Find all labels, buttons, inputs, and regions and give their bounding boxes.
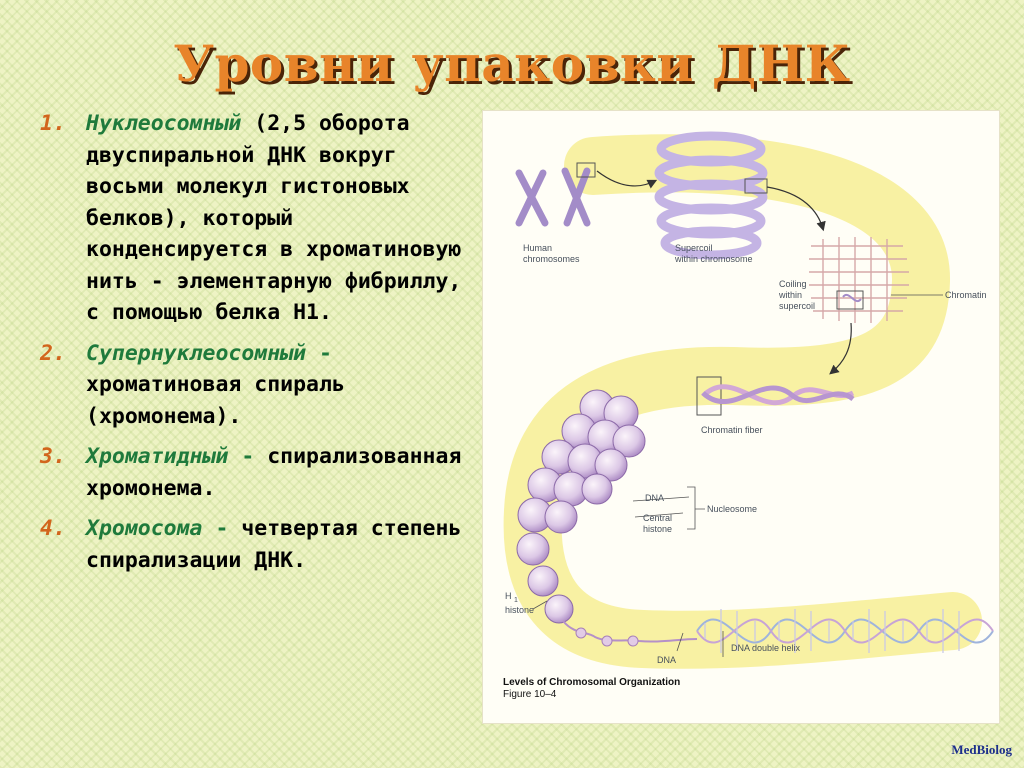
level-description: четвертая степень спирализации ДНК. xyxy=(86,516,462,573)
level-description: хроматиновая спираль (хромонема). xyxy=(86,372,345,429)
medbiolog-logo: MedBiolog xyxy=(951,742,1012,757)
dna-double-helix-drawing xyxy=(696,609,994,653)
level-number: 3. xyxy=(40,444,66,469)
label-human-chromosomes: Human chromosomes xyxy=(523,243,580,264)
level-number: 1. xyxy=(40,111,66,136)
packing-levels-list: 1. Нуклеосомный (2,5 оборота двуспирально… xyxy=(40,108,480,585)
level-number: 2. xyxy=(40,340,66,366)
level-supernucleosomal: 2. Супернуклеосомный - хроматиновая спира… xyxy=(40,338,480,433)
level-description: спирализованная хромонема. xyxy=(86,444,462,501)
figure-caption-number: Figure 10–4 xyxy=(503,689,557,700)
level-dash: - xyxy=(202,516,229,541)
label-pointers xyxy=(532,294,943,657)
zoom-box xyxy=(836,290,864,310)
level-chromatid: 3. Хроматидный - спирализованная хромонем… xyxy=(40,441,480,504)
level-dash: - xyxy=(306,340,332,366)
nucleosome-cluster xyxy=(516,389,646,624)
chromatin-fiber-strand xyxy=(701,385,855,404)
level-number: 4. xyxy=(40,516,66,541)
level-chromosome: 4. Хромосома - четвертая степень спирализ… xyxy=(40,513,480,576)
slide-title: Уровни упаковки ДНК xyxy=(173,34,851,93)
level-dash: - xyxy=(228,444,255,469)
level-term: Нуклеосомный xyxy=(86,111,242,136)
human-chromosomes-drawing xyxy=(515,167,591,227)
level-description: (2,5 оборота двуспиральной ДНК вокруг во… xyxy=(86,111,462,325)
label-dna-double-helix: DNA double helix xyxy=(731,643,801,653)
arrow-to-fiber xyxy=(829,322,852,375)
level-term: Хромосома xyxy=(86,516,203,541)
chromosome-organization-figure: Human chromosomes Supercoil within chrom… xyxy=(482,110,1000,724)
label-central-histone: Central histone xyxy=(643,513,675,534)
level-nucleosomal: 1. Нуклеосомный (2,5 оборота двуспирально… xyxy=(40,108,480,329)
zoom-box xyxy=(576,162,596,178)
zoom-box xyxy=(744,178,768,194)
arrow-to-chromatin xyxy=(766,186,826,232)
level-term: Супернуклеосомный xyxy=(86,340,307,366)
label-chromatin: Chromatin xyxy=(945,290,987,300)
zoom-box xyxy=(696,376,722,416)
level-term: Хроматидный xyxy=(86,444,229,469)
supercoil-drawing xyxy=(654,131,768,260)
label-coiling-within-supercoil: Coiling within supercoil xyxy=(778,279,815,311)
label-nucleosome: Nucleosome xyxy=(707,504,757,514)
label-chromatin-fiber: Chromatin fiber xyxy=(701,425,763,435)
chromatin-loops-drawing xyxy=(809,237,909,323)
figure-caption-title: Levels of Chromosomal Organization xyxy=(503,677,680,688)
coil-detail xyxy=(842,294,862,302)
figure-illustration: Human chromosomes Supercoil within chrom… xyxy=(503,131,994,700)
label-supercoil: Supercoil within chromosome xyxy=(674,243,753,264)
label-dna-bottom: DNA xyxy=(657,655,676,665)
arrow-to-supercoil xyxy=(596,170,658,189)
small-beads xyxy=(575,627,639,647)
label-dna: DNA xyxy=(645,493,664,503)
label-h1-histone: H 1 histone xyxy=(505,591,534,615)
